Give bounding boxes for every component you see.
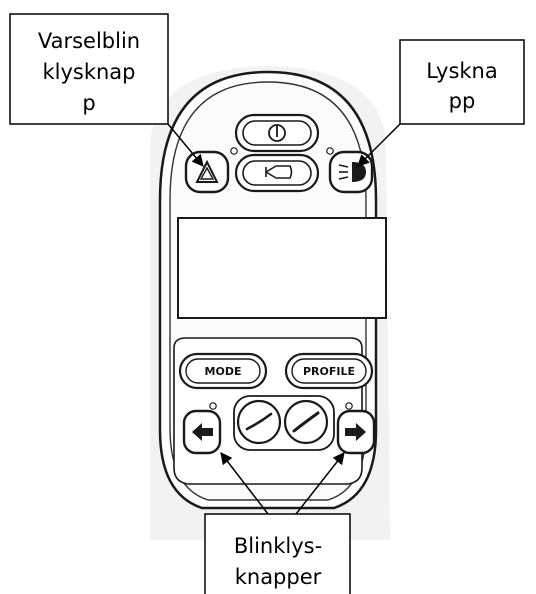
callout-hazard-button: Varselblin klysknap p: [9, 13, 204, 167]
lights-led: [326, 147, 334, 155]
callout-label-line: klysknap: [42, 60, 135, 84]
callout-label-line: p: [82, 91, 95, 115]
callout-leader-arrow: [357, 123, 401, 167]
callout-label-line: Blinklys-: [234, 534, 322, 558]
power-button[interactable]: [234, 113, 320, 153]
hazard-triangle-icon: [195, 159, 219, 183]
callout-box: [399, 39, 525, 125]
hazard-button[interactable]: [184, 150, 230, 194]
callout-box: [204, 513, 351, 594]
profile-button[interactable]: PROFILE: [284, 352, 374, 390]
callout-box: [9, 13, 169, 125]
horn-icon: [265, 165, 293, 179]
right-indicator-button[interactable]: [336, 409, 376, 455]
speed-increase-icon: [292, 411, 320, 433]
callout-label-line: Lyskna: [426, 59, 497, 83]
power-icon: [268, 124, 286, 142]
left-indicator-led: [209, 402, 217, 410]
hazard-led: [230, 147, 238, 155]
callout-label-line: Varselblin: [38, 29, 140, 53]
callout-leader-arrow: [167, 123, 204, 167]
callout-lights-button: Lyskna pp: [357, 39, 525, 167]
mode-button[interactable]: MODE: [178, 352, 268, 390]
mode-button-label: MODE: [205, 365, 242, 378]
callout-indicator-buttons: Blinklys- knapper: [204, 452, 351, 594]
speed-increase-button[interactable]: [283, 399, 329, 445]
profile-button-label: PROFILE: [303, 365, 355, 378]
right-indicator-led: [345, 402, 353, 410]
right-arrow-icon: [345, 423, 366, 441]
callout-leader-arrow: [295, 452, 345, 515]
left-indicator-button[interactable]: [182, 409, 222, 455]
callout-leader-arrow: [220, 452, 269, 515]
headlight-icon: [338, 162, 366, 182]
left-arrow-icon: [192, 423, 213, 441]
display-screen: [177, 217, 387, 319]
speed-decrease-button[interactable]: [236, 399, 282, 445]
speed-decrease-icon: [245, 412, 273, 431]
horn-button[interactable]: [234, 153, 320, 193]
callout-label-line: knapper: [235, 565, 322, 589]
callout-label-line: pp: [449, 89, 476, 113]
